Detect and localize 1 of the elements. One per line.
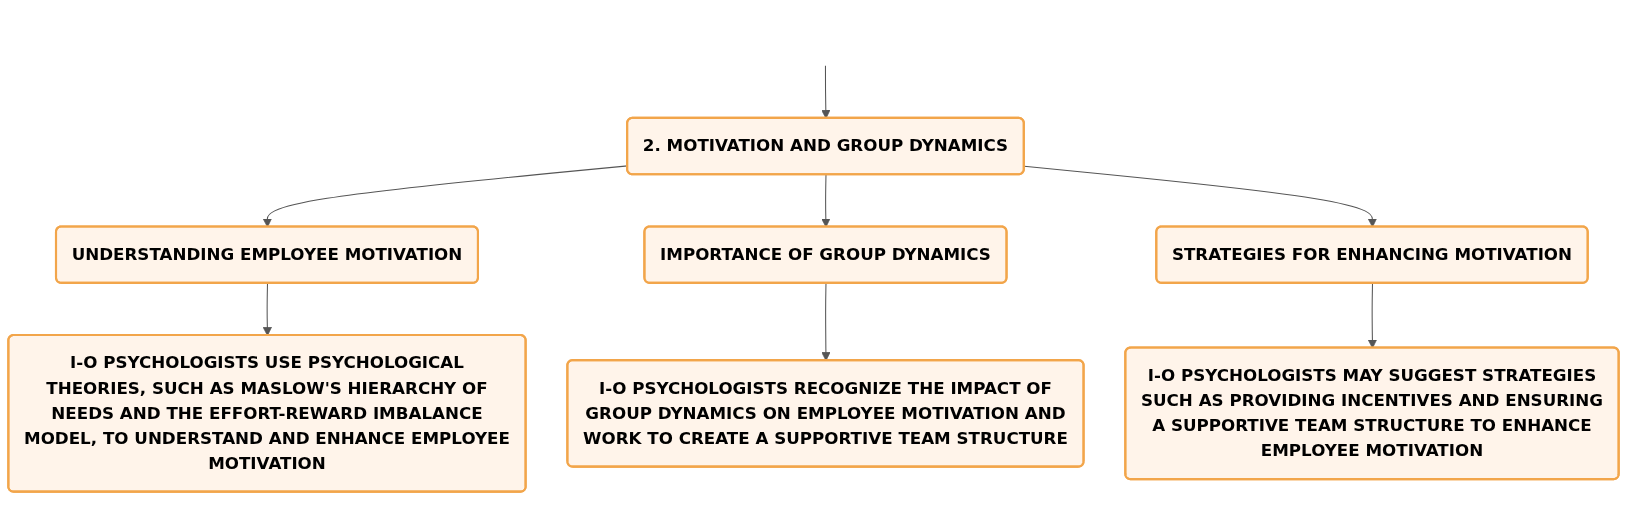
arrow (262, 282, 272, 336)
